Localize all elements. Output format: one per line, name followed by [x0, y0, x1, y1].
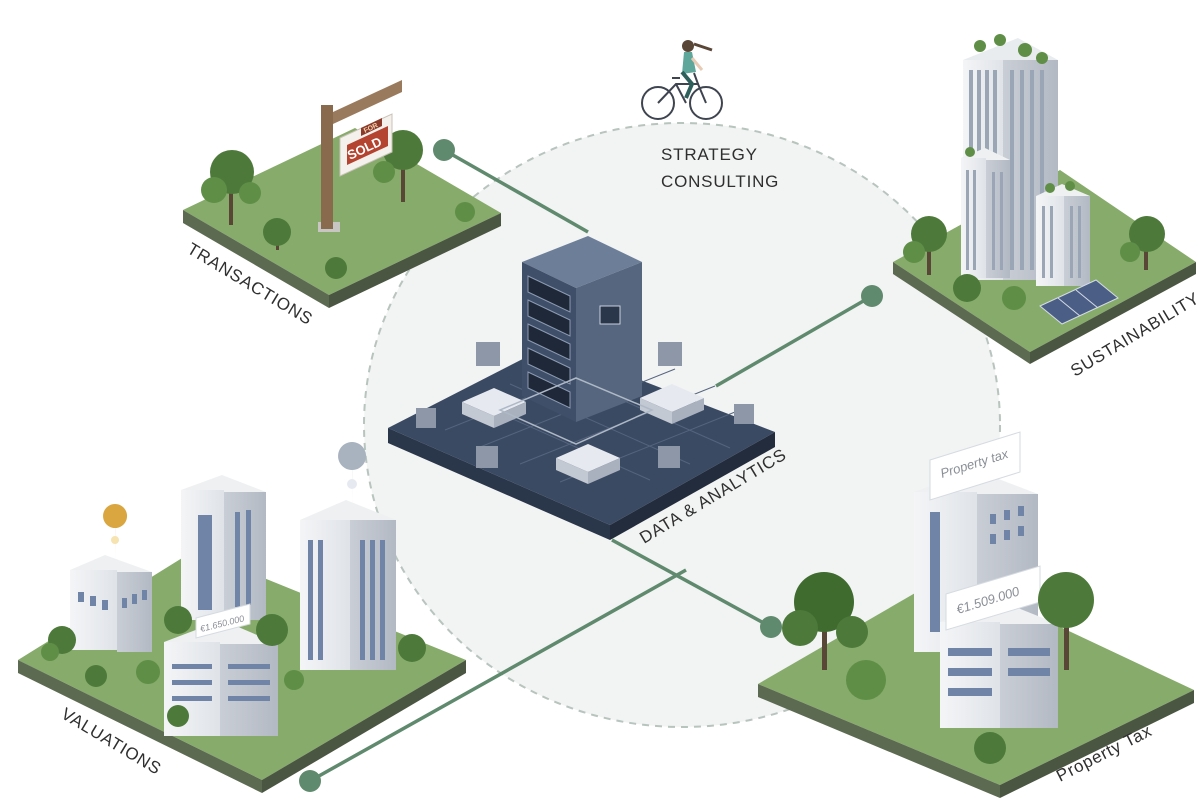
chip-icon [416, 342, 754, 484]
connector-sustainability [715, 294, 873, 388]
node-strategy-consulting[interactable]: STRATEGY CONSULTING [641, 40, 779, 191]
tree-icon [782, 572, 1094, 764]
label-strategy-line2: CONSULTING [661, 172, 779, 191]
location-pin-icon [338, 442, 367, 506]
location-pin-icon [103, 504, 128, 560]
node-transactions[interactable]: FOR SOLD TRANSACTIONS [183, 80, 501, 329]
tree-icon [201, 130, 475, 279]
connector-dot-sustainability[interactable] [861, 285, 883, 307]
label-strategy-line1: STRATEGY [661, 145, 758, 164]
connector-lines [309, 148, 873, 783]
tree-icon [41, 606, 426, 727]
connector-dot-valuations[interactable] [299, 770, 321, 792]
building-icon [181, 475, 266, 620]
connector-property-tax [611, 538, 772, 629]
cyclist-figure [680, 40, 713, 99]
cyclist-icon [641, 72, 723, 120]
node-property-tax[interactable]: Property tax €1.509.000 Property Tax [758, 431, 1194, 798]
price-tag-property-tax: €1.509.000 [945, 565, 1041, 631]
connector-transactions [443, 148, 589, 234]
node-valuations[interactable]: €1.650.000 VALUATIONS [18, 442, 466, 793]
building-icon [164, 620, 278, 736]
server-rack-icon [498, 236, 654, 445]
tower-icon [961, 34, 1090, 286]
connector-dot-property-tax[interactable] [760, 616, 782, 638]
tree-icon [903, 216, 1165, 310]
connector-dots [299, 139, 883, 792]
building-icon [70, 555, 152, 652]
connector-dot-transactions[interactable] [433, 139, 455, 161]
connector-valuations [309, 568, 687, 783]
building-icon [300, 500, 396, 670]
sold-sign-icon: FOR SOLD [318, 80, 402, 232]
solar-panel-icon [1039, 279, 1119, 325]
